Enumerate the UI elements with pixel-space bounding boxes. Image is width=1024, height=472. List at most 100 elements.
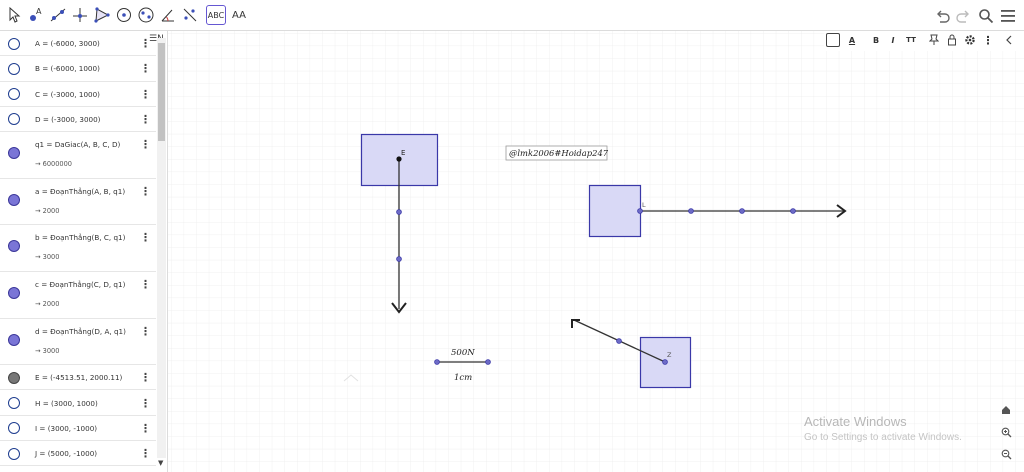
collapse-chevron-icon[interactable] <box>343 374 359 382</box>
row-menu-icon[interactable]: ⋮ <box>140 37 151 50</box>
row-menu-icon[interactable]: ⋮ <box>140 396 151 410</box>
row-menu-icon[interactable]: ⋮ <box>140 62 151 76</box>
algebra-row[interactable]: c = ĐoạnThẳng(C, D, q1)→ 2000⋮ <box>0 272 156 319</box>
algebra-row[interactable]: D = (-3000, 3000) ⋮ <box>0 107 156 133</box>
algebra-row[interactable]: J = (5000, -1000) ⋮ <box>0 441 156 467</box>
visibility-toggle[interactable] <box>8 371 20 384</box>
algebra-row[interactable]: A = (-6000, 3000) ⋮ <box>0 31 156 57</box>
row-menu-icon[interactable]: ⋮ <box>140 184 151 198</box>
line-tool-icon[interactable] <box>48 5 68 25</box>
circle-tool-icon[interactable] <box>114 5 134 25</box>
algebra-options-icon[interactable]: ☰N <box>149 34 164 44</box>
algebra-definition[interactable]: E = (-4513.51, 2000.11) <box>35 373 123 383</box>
move-tool-icon[interactable] <box>4 5 24 25</box>
algebra-definition[interactable]: C = (-3000, 1000) <box>35 89 100 99</box>
algebra-row[interactable]: E = (-4513.51, 2000.11) ⋮ <box>0 365 156 391</box>
polygon-tool-icon[interactable] <box>92 5 112 25</box>
algebra-definition[interactable]: J = (5000, -1000) <box>35 449 98 459</box>
visibility-toggle[interactable] <box>8 240 20 253</box>
point-on-vector[interactable] <box>396 209 402 215</box>
algebra-definition[interactable]: d = ĐoạnThẳng(D, A, q1) <box>35 326 126 336</box>
redo-icon[interactable] <box>954 7 972 25</box>
visibility-toggle[interactable] <box>8 397 20 409</box>
row-menu-icon[interactable]: ⋮ <box>140 371 151 385</box>
point-E[interactable] <box>396 156 402 162</box>
algebra-definition[interactable]: c = ĐoạnThẳng(C, D, q1) <box>35 280 126 289</box>
point-on-vector[interactable] <box>688 208 694 214</box>
row-menu-icon[interactable]: ⋮ <box>140 231 151 245</box>
algebra-definition[interactable]: A = (-6000, 3000) <box>35 39 100 48</box>
text-tool-icon[interactable]: ABC <box>206 5 226 25</box>
point-L[interactable] <box>637 208 643 214</box>
algebra-definition[interactable]: q1 = DaGiac(A, B, C, D) <box>35 140 121 150</box>
undo-icon[interactable] <box>934 7 952 25</box>
text-size-button[interactable]: TT <box>906 36 916 44</box>
visibility-toggle[interactable] <box>8 113 20 126</box>
visibility-toggle[interactable] <box>8 193 20 206</box>
row-menu-icon[interactable]: ⋮ <box>140 278 151 291</box>
algebra-row[interactable]: K = (5000, 1000)⋮ <box>0 466 156 472</box>
point-on-vector[interactable] <box>790 208 796 214</box>
visibility-toggle[interactable] <box>8 422 20 435</box>
scale-point-end[interactable] <box>485 359 491 365</box>
row-menu-icon[interactable]: ⋮ <box>140 87 151 101</box>
algebra-definition[interactable]: H = (3000, 1000) <box>35 398 98 408</box>
text-box[interactable] <box>505 145 608 161</box>
row-menu-icon[interactable]: ⋮ <box>140 324 151 338</box>
perpendicular-line-tool-icon[interactable] <box>70 5 90 25</box>
visibility-toggle[interactable] <box>8 37 20 50</box>
search-icon[interactable] <box>977 7 995 25</box>
point-on-vector[interactable] <box>739 208 745 214</box>
reflect-tool-icon[interactable] <box>180 5 200 25</box>
scroll-down-icon[interactable]: ▼ <box>158 459 164 467</box>
algebra-row[interactable]: q1 = DaGiac(A, B, C, D)→ 6000000⋮ <box>0 132 156 179</box>
algebra-row[interactable]: I = (3000, -1000) ⋮ <box>0 416 156 442</box>
algebra-row[interactable]: d = ĐoạnThẳng(D, A, q1)→ 3000⋮ <box>0 319 156 366</box>
algebra-definition[interactable]: a = ĐoạnThẳng(A, B, q1) <box>35 186 126 196</box>
point-on-vector[interactable] <box>396 256 402 262</box>
row-menu-icon[interactable]: ⋮ <box>140 138 151 152</box>
algebra-row[interactable]: a = ĐoạnThẳng(A, B, q1)→ 2000⋮ <box>0 179 156 226</box>
algebra-scrollbar-thumb[interactable] <box>158 43 165 141</box>
algebra-definition[interactable]: b = ĐoạnThẳng(B, C, q1) <box>35 233 126 243</box>
graphics-view[interactable]: E @lmk2006#Hoidap247 L Z 500N 1cm <box>168 31 1024 472</box>
slider-tool-icon[interactable]: AA <box>232 9 246 21</box>
row-menu-icon[interactable]: ⋮ <box>140 112 151 126</box>
visibility-toggle[interactable] <box>8 88 20 101</box>
zoom-in-icon[interactable] <box>999 425 1013 439</box>
gear-icon[interactable] <box>963 33 977 47</box>
lock-icon[interactable] <box>945 33 959 47</box>
menu-icon[interactable] <box>999 7 1017 25</box>
row-menu-icon[interactable]: ⋮ <box>140 421 151 435</box>
algebra-row[interactable]: B = (-6000, 1000) ⋮ <box>0 56 156 82</box>
bold-button[interactable]: B <box>872 35 880 45</box>
algebra-row[interactable]: C = (-3000, 1000) ⋮ <box>0 82 156 107</box>
scale-point-start[interactable] <box>434 359 440 365</box>
row-menu-icon[interactable]: ⋮ <box>140 447 151 461</box>
text-color-button[interactable]: A <box>848 35 856 45</box>
ellipse-tool-icon[interactable] <box>136 5 156 25</box>
visibility-toggle[interactable] <box>8 62 20 75</box>
collapse-style-bar-icon[interactable] <box>1002 33 1016 47</box>
visibility-toggle[interactable] <box>8 333 20 346</box>
algebra-row[interactable]: b = ĐoạnThẳng(B, C, q1)→ 3000⋮ <box>0 225 156 272</box>
point-tool-icon[interactable]: A <box>26 5 46 25</box>
algebra-definition[interactable]: I = (3000, -1000) <box>35 423 98 433</box>
italic-button[interactable]: I <box>891 35 895 45</box>
algebra-scrollbar[interactable] <box>157 38 166 458</box>
point-Z[interactable] <box>662 359 668 365</box>
visibility-toggle[interactable] <box>8 287 20 299</box>
visibility-toggle[interactable] <box>8 147 20 160</box>
color-swatch-icon[interactable] <box>826 33 840 47</box>
point-on-vector[interactable] <box>616 338 622 344</box>
zoom-out-icon[interactable] <box>999 447 1013 461</box>
algebra-definition[interactable]: D = (-3000, 3000) <box>35 114 101 124</box>
visibility-toggle[interactable] <box>8 447 20 460</box>
pin-icon[interactable] <box>927 33 941 47</box>
angle-tool-icon[interactable] <box>158 5 178 25</box>
algebra-definition[interactable]: B = (-6000, 1000) <box>35 64 100 74</box>
home-icon[interactable] <box>999 403 1013 417</box>
polygon-2[interactable] <box>588 184 642 238</box>
algebra-row[interactable]: H = (3000, 1000) ⋮ <box>0 391 156 416</box>
more-options-icon[interactable]: ⋮ <box>982 33 994 47</box>
